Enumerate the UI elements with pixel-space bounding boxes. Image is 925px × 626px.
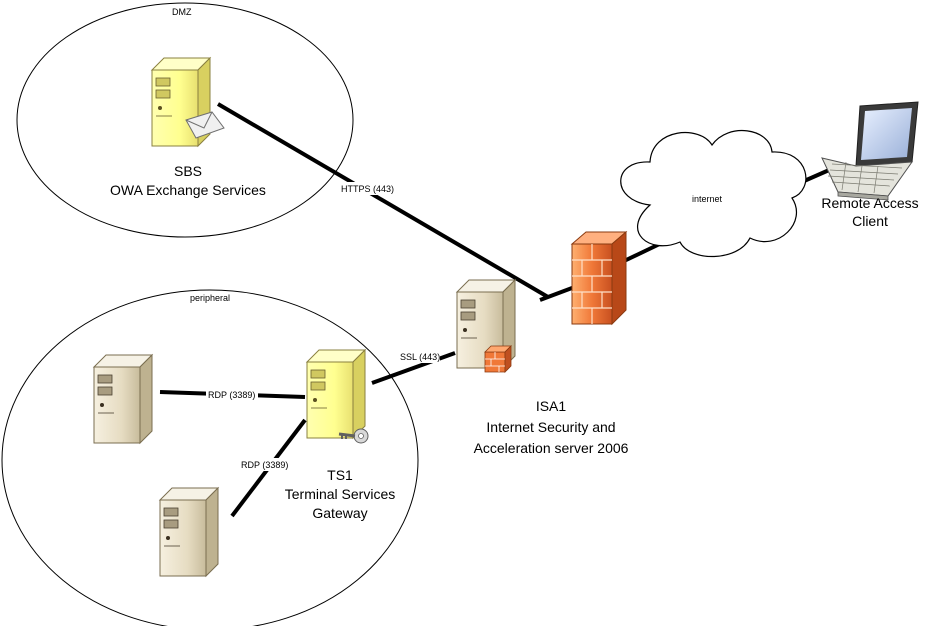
laptop-icon [821,101,919,201]
link-label-rdp-top: RDP (3389) [208,390,255,400]
isa1-label-line3: Acceleration server 2006 [474,440,629,456]
client-label-line1: Remote Access [821,195,918,211]
server-icon [93,354,153,444]
peripheral-zone [1,289,419,626]
server-key-icon [306,349,369,444]
ts1-label-line1: TS1 [327,467,353,483]
dmz-zone [16,2,354,238]
isa1-label-line2: Internet Security and [486,419,615,435]
link-ts1-isa1 [371,351,456,385]
internet-label: internet [692,194,723,204]
peripheral-zone-label: peripheral [190,293,230,303]
ts1-label-line3: Gateway [312,505,367,521]
server-icon [159,487,219,577]
link-label-rdp-bottom: RDP (3389) [241,460,288,470]
firewall-icon [570,230,628,326]
cloud-icon [620,130,807,258]
link-label-https: HTTPS (443) [341,184,394,194]
sbs-label-line1: SBS [174,163,202,179]
link-sbs-isa1 [216,102,550,299]
sbs-label-line2: OWA Exchange Services [110,182,266,198]
server-firewall-icon [456,279,516,373]
client-label-line2: Client [852,213,888,229]
server-mail-icon [151,57,225,147]
ts1-label-line2: Terminal Services [285,486,395,502]
isa1-label-line1: ISA1 [536,398,567,414]
dmz-zone-label: DMZ [172,7,192,17]
link-label-ssl: SSL (443) [400,352,440,362]
